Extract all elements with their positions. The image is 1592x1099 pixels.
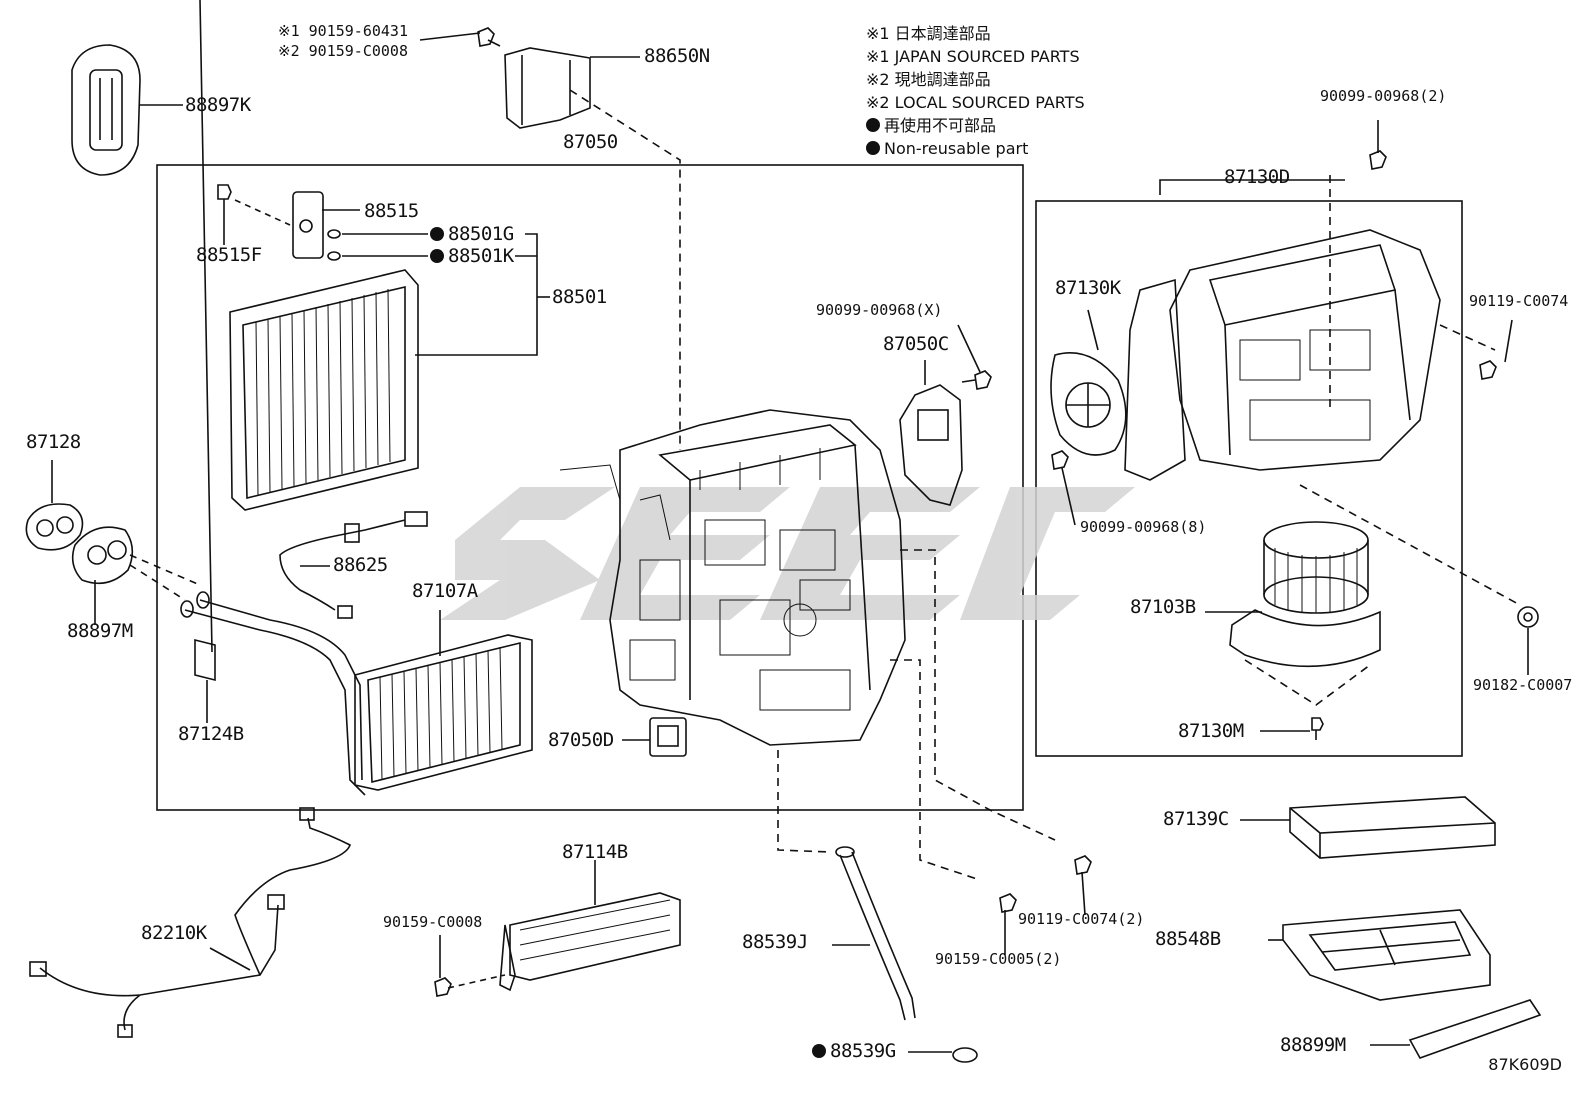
part-88650N-art: [419, 27, 681, 450]
part-82210K-art: [29, 807, 351, 1038]
part-87128-art: [25, 460, 84, 551]
label-87130D: 87130D: [1224, 166, 1290, 188]
label-88515F: 88515F: [196, 244, 262, 266]
label-90159-C0008: 90159-C0008: [383, 913, 483, 931]
part-87050D-art: [622, 717, 687, 757]
label-88539G: 88539G: [812, 1042, 896, 1061]
label-87050D: 87050D: [548, 729, 614, 751]
frame-87130D: [1035, 200, 1463, 757]
part-90182-art: [1517, 606, 1539, 675]
part-87130K-art: [1050, 309, 1127, 526]
part-87050-art: [559, 409, 1056, 881]
part-88897M-art: [71, 526, 201, 625]
nonreusable-dot-icon: [430, 249, 444, 263]
part-87103B-art: [1205, 521, 1381, 740]
label-88897M: 88897M: [67, 620, 133, 642]
label-90159-C0008-local: ※2 90159-C0008: [278, 42, 408, 60]
label-87139C: 87139C: [1163, 808, 1229, 830]
part-87139C-art: [1240, 796, 1496, 859]
part-bolts-lower-art: [999, 855, 1092, 955]
part-88897K-art: [71, 44, 183, 176]
label-82210K: 82210K: [141, 922, 207, 944]
legend-nonreusable-jp: 再使用不可部品: [866, 114, 1085, 137]
part-87114B-art: [434, 860, 681, 997]
label-88501G: 88501G: [430, 225, 514, 244]
part-87107A-art: [180, 591, 533, 796]
label-88501: 88501: [552, 286, 607, 308]
label-88650N: 88650N: [644, 45, 710, 67]
part-88548B-art: [1268, 909, 1491, 1001]
label-88625: 88625: [333, 554, 388, 576]
label-88515: 88515: [364, 200, 419, 222]
nonreusable-dot-icon: [866, 118, 880, 132]
legend: ※1 日本調達部品 ※1 JAPAN SOURCED PARTS ※2 現地調達…: [866, 22, 1085, 160]
label-87128: 87128: [26, 431, 81, 453]
label-90182-C0007: 90182-C0007: [1473, 676, 1573, 694]
label-90119-C0074: 90119-C0074: [1469, 292, 1569, 310]
label-87124B: 87124B: [178, 723, 244, 745]
nonreusable-dot-icon: [812, 1044, 826, 1058]
label-87130K: 87130K: [1055, 277, 1121, 299]
watermark-logo: [440, 487, 1135, 620]
label-88539J: 88539J: [742, 931, 808, 953]
label-90099-00968-2: 90099-00968(2): [1320, 87, 1447, 105]
label-88501K: 88501K: [430, 247, 514, 266]
label-88899M: 88899M: [1280, 1034, 1346, 1056]
label-90099-00968-X: 90099-00968(X): [816, 301, 943, 319]
nonreusable-dot-icon: [866, 141, 880, 155]
part-88515-art: [217, 184, 550, 356]
part-88625-art: [279, 511, 428, 619]
label-87114B: 87114B: [562, 841, 628, 863]
part-88539J-art: [832, 846, 978, 1063]
label-87050C: 87050C: [883, 333, 949, 355]
diagram-reference-code: 87K609D: [1488, 1055, 1562, 1074]
nonreusable-dot-icon: [430, 227, 444, 241]
part-87050C-art: [899, 324, 992, 506]
part-88501-art: [229, 269, 419, 511]
label-88897K: 88897K: [185, 94, 251, 116]
legend-local-jp: ※2 現地調達部品: [866, 70, 991, 89]
label-87130M: 87130M: [1178, 720, 1244, 742]
label-90119-C0074-2: 90119-C0074(2): [1018, 910, 1145, 928]
legend-japan-en: ※1 JAPAN SOURCED PARTS: [866, 47, 1080, 66]
legend-local-en: ※2 LOCAL SOURCED PARTS: [866, 93, 1085, 112]
label-90159-C0005-2: 90159-C0005(2): [935, 950, 1062, 968]
label-87103B: 87103B: [1130, 596, 1196, 618]
label-87107A: 87107A: [412, 580, 478, 602]
label-90099-00968-8: 90099-00968(8): [1080, 518, 1207, 536]
label-88548B: 88548B: [1155, 928, 1221, 950]
part-87130D-art: [1124, 120, 1521, 606]
label-87050: 87050: [563, 131, 618, 153]
legend-japan-jp: ※1 日本調達部品: [866, 24, 991, 43]
part-87124B-art: [194, 0, 216, 723]
legend-nonreusable-en: Non-reusable part: [866, 137, 1085, 160]
label-90159-60431: ※1 90159-60431: [278, 22, 408, 40]
part-88899M-art: [1370, 999, 1542, 1059]
